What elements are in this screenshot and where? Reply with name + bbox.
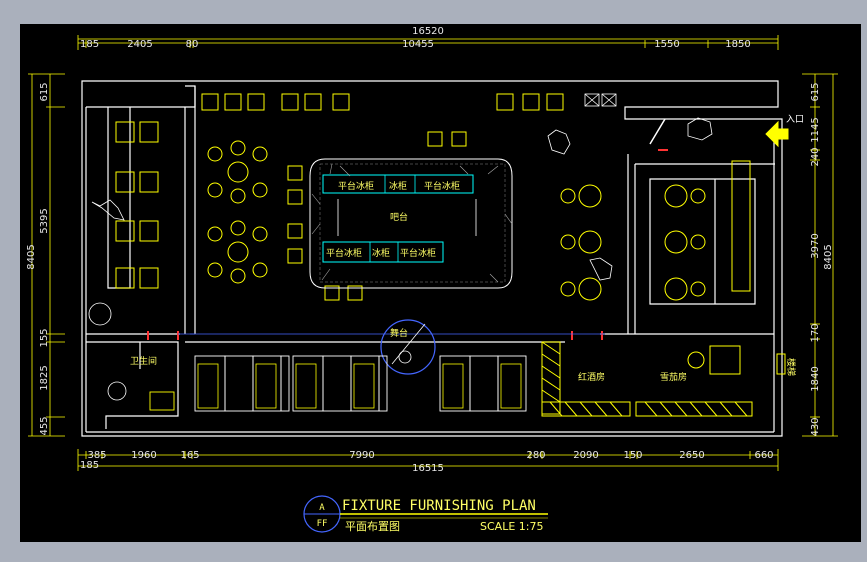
dim-right-6: 1840 bbox=[810, 366, 821, 391]
dim-right-4: 3970 bbox=[810, 233, 821, 258]
dim-bottom-1: 185 bbox=[80, 460, 99, 471]
dim-bottom-3: 1960 bbox=[131, 450, 156, 461]
door-markers bbox=[147, 149, 668, 340]
central-bar bbox=[309, 158, 513, 289]
dim-left-1: 615 bbox=[39, 82, 50, 101]
dim-top-total: 16520 bbox=[412, 26, 444, 37]
dim-right-1: 615 bbox=[810, 82, 821, 101]
label-counter-left: 平台冰柜 bbox=[338, 180, 374, 192]
label-right-edge: 楼梯 bbox=[785, 358, 797, 376]
label-toilet: 卫生间 bbox=[130, 355, 157, 367]
dim-bottom-4: 165 bbox=[180, 450, 199, 461]
label-counter-right: 平台冰柜 bbox=[424, 180, 460, 192]
dim-top-6: 1850 bbox=[725, 39, 750, 50]
plan-subtitle: 平面布置图 bbox=[345, 520, 400, 533]
dim-top-4: 10455 bbox=[402, 39, 434, 50]
round-tables-right bbox=[560, 160, 751, 301]
dim-bottom-6: 280 bbox=[526, 450, 545, 461]
label-counter-bottom-mid: 冰柜 bbox=[372, 247, 390, 259]
dim-top-5: 1550 bbox=[654, 39, 679, 50]
floor-plan-svg: 16520 185 2405 80 10455 1550 1850 8405 6… bbox=[26, 26, 838, 533]
dim-left-5: 455 bbox=[39, 416, 50, 435]
dim-bottom-7: 2090 bbox=[573, 450, 598, 461]
top-seating bbox=[201, 93, 564, 111]
dim-bottom-10: 660 bbox=[754, 450, 773, 461]
bottom-booths bbox=[194, 355, 527, 412]
top-dimensions bbox=[77, 35, 779, 50]
booth-cushions bbox=[197, 363, 522, 409]
label-entrance: 入口 bbox=[786, 114, 804, 125]
dim-bottom-2: 385 bbox=[87, 450, 106, 461]
dim-right-7: 430 bbox=[810, 417, 821, 436]
dim-right-3: 240 bbox=[810, 147, 821, 166]
dim-right-total: 8405 bbox=[823, 244, 834, 269]
dim-right-2: 1145 bbox=[810, 117, 821, 142]
plan-title: FIXTURE FURNISHING PLAN bbox=[342, 498, 536, 514]
label-bar: 吧台 bbox=[390, 211, 408, 223]
label-wine-room: 红酒房 bbox=[578, 371, 605, 383]
dim-bottom-8: 150 bbox=[623, 450, 642, 461]
dim-right-5: 170 bbox=[810, 323, 821, 342]
callout-bottom: FF bbox=[317, 519, 328, 529]
plan-scale: SCALE 1:75 bbox=[480, 520, 543, 533]
label-cigar-room: 雪茄房 bbox=[660, 371, 687, 383]
people-figures bbox=[88, 117, 713, 401]
top-hatched-boxes bbox=[584, 93, 617, 107]
label-counter-mid: 冰柜 bbox=[389, 180, 407, 192]
cigar-room bbox=[635, 345, 786, 417]
dim-left-2: 5395 bbox=[39, 208, 50, 233]
bar-side-chairs bbox=[287, 131, 467, 301]
bottom-dimensions bbox=[77, 449, 779, 471]
dim-bottom-5: 7990 bbox=[349, 450, 374, 461]
title-block bbox=[303, 495, 548, 533]
label-counter-bottom-left: 平台冰柜 bbox=[326, 247, 362, 259]
label-counter-bottom-right: 平台冰柜 bbox=[400, 247, 436, 259]
dim-top-3: 80 bbox=[186, 39, 199, 50]
dim-bottom-total: 16515 bbox=[412, 463, 444, 474]
dim-top-1: 185 bbox=[80, 39, 99, 50]
left-dimensions bbox=[28, 73, 65, 437]
dim-top-2: 2405 bbox=[127, 39, 152, 50]
right-dimensions bbox=[802, 73, 838, 437]
toilet-sink bbox=[149, 391, 175, 411]
dim-left-4: 1825 bbox=[39, 365, 50, 390]
outer-walls bbox=[81, 80, 783, 437]
round-tables-left bbox=[207, 140, 268, 284]
cad-drawing-canvas: 16520 185 2405 80 10455 1550 1850 8405 6… bbox=[20, 24, 861, 542]
label-stage: 舞台 bbox=[390, 327, 408, 339]
left-seating bbox=[115, 121, 159, 289]
dim-bottom-9: 2650 bbox=[679, 450, 704, 461]
wine-room bbox=[541, 341, 631, 417]
stage bbox=[380, 319, 436, 375]
callout-top: A bbox=[319, 503, 325, 513]
dim-left-3: 155 bbox=[39, 328, 50, 347]
dim-left-total: 8405 bbox=[26, 244, 37, 269]
entrance-marker bbox=[649, 118, 789, 148]
